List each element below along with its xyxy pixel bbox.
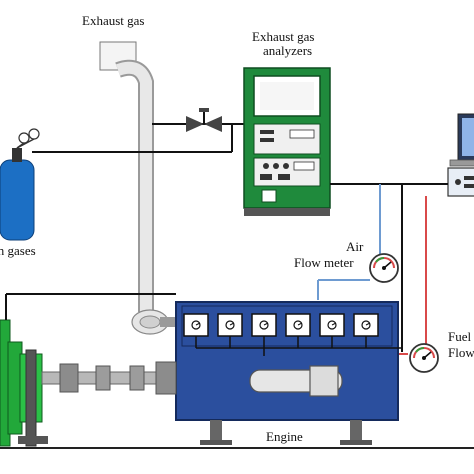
exhaust-analyzer-cabinet bbox=[243, 67, 331, 216]
dynamometer bbox=[0, 319, 48, 447]
cylinder-sensor-2 bbox=[217, 313, 243, 337]
cylinder-sensor-5 bbox=[319, 313, 345, 337]
air-flow-meter-gauge-icon bbox=[369, 253, 399, 283]
dyno-signal-line bbox=[5, 293, 176, 320]
cylinder-sensor-4 bbox=[285, 313, 311, 337]
engine-label: Engine bbox=[266, 429, 303, 444]
clean-gases-label: an gases bbox=[0, 243, 36, 258]
crankshaft bbox=[249, 365, 343, 397]
sensor-wiring bbox=[195, 336, 402, 356]
exhaust-pipe bbox=[99, 41, 178, 335]
air-flow-label-line1: Air bbox=[346, 239, 364, 254]
gas-cylinder-icon bbox=[0, 128, 40, 241]
air-flow-label-line2: Flow meter bbox=[294, 255, 354, 270]
fuel-flow-meter-gauge-icon bbox=[409, 343, 439, 373]
analyzer-label-line2: analyzers bbox=[263, 43, 313, 58]
daq-unit-icon bbox=[447, 167, 474, 197]
drive-shaft bbox=[41, 361, 177, 395]
cylinder-sensor-1 bbox=[183, 313, 209, 337]
exhaust-gas-label: Exhaust gas bbox=[82, 13, 145, 28]
cylinder-sensor-3 bbox=[251, 313, 277, 337]
span-gas-line bbox=[32, 124, 233, 153]
sample-line bbox=[152, 108, 244, 132]
cylinder-sensor-6 bbox=[353, 313, 379, 337]
engine-supports bbox=[200, 420, 372, 445]
analyzer-label-line1: Exhaust gas bbox=[252, 29, 315, 44]
laptop-icon bbox=[449, 113, 474, 167]
fuel-flow-label-line2: Flow bbox=[448, 345, 474, 360]
fuel-flow-label-line1: Fuel bbox=[448, 329, 472, 344]
